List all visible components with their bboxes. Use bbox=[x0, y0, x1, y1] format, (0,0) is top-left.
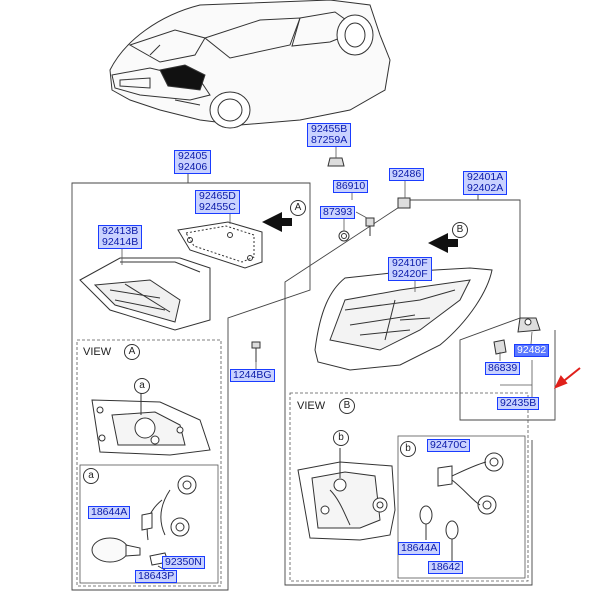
part-label-18642[interactable]: 18642 bbox=[428, 561, 464, 574]
red-pointer-arrow bbox=[553, 367, 581, 389]
part-label-92410F-92420F[interactable]: 92410F 92420F bbox=[388, 257, 432, 281]
part-number-92455C: 92455C bbox=[199, 201, 236, 213]
detail-b-box-marker: b bbox=[400, 441, 416, 457]
part-number-92465D: 92465D bbox=[199, 190, 236, 202]
detail-b-marker: b bbox=[333, 430, 349, 446]
detail-a-frame bbox=[79, 464, 219, 584]
part-number-92406: 92406 bbox=[178, 161, 208, 173]
vehicle-illustration bbox=[109, 0, 391, 129]
part-number-92410F: 92410F bbox=[392, 257, 428, 269]
part-label-92401A-92402A[interactable]: 92401A 92402A bbox=[463, 171, 508, 195]
part-number-92455B: 92455B bbox=[311, 123, 348, 135]
detail-a-marker: a bbox=[134, 378, 150, 394]
view-b-frame bbox=[289, 392, 529, 582]
detail-b-illustration bbox=[419, 452, 504, 563]
part-label-86910[interactable]: 86910 bbox=[333, 180, 369, 193]
part-label-92405-92406[interactable]: 92405 92406 bbox=[174, 150, 212, 174]
part-label-92470C[interactable]: 92470C bbox=[427, 439, 470, 452]
view-a-caption: VIEW bbox=[83, 346, 112, 358]
part-label-92435B[interactable]: 92435B bbox=[497, 397, 540, 410]
part-number-92413B: 92413B bbox=[102, 225, 139, 237]
detail-a-box-marker: a bbox=[83, 468, 99, 484]
part-label-92482[interactable]: 92482 bbox=[514, 344, 550, 357]
fasteners bbox=[251, 157, 541, 362]
part-number-92402A: 92402A bbox=[467, 182, 504, 194]
part-label-92465D-92455C[interactable]: 92465D 92455C bbox=[195, 190, 240, 214]
arrow-b-pointer bbox=[428, 233, 458, 253]
detail-a-illustration bbox=[91, 475, 197, 571]
detail-b-frame bbox=[397, 435, 526, 579]
view-a-frame bbox=[76, 339, 222, 587]
gasket-illustration bbox=[177, 221, 263, 269]
arrow-a-marker: A bbox=[290, 200, 306, 216]
part-label-18644A-right[interactable]: 18644A bbox=[398, 542, 441, 555]
part-label-18644A-left[interactable]: 18644A bbox=[88, 506, 131, 519]
inner-lamp-illustration bbox=[79, 257, 211, 331]
view-b-caption: VIEW bbox=[297, 400, 326, 412]
view-b-illustration bbox=[297, 448, 396, 541]
arrow-b-marker: B bbox=[452, 222, 468, 238]
part-number-92414B: 92414B bbox=[102, 236, 139, 248]
part-number-87259A: 87259A bbox=[311, 134, 348, 146]
part-number-92420F: 92420F bbox=[392, 268, 428, 280]
part-label-92350N[interactable]: 92350N bbox=[162, 556, 205, 569]
part-label-87393[interactable]: 87393 bbox=[320, 206, 356, 219]
part-number-92401A: 92401A bbox=[467, 171, 504, 183]
frame-lines bbox=[71, 160, 556, 591]
view-b-marker: B bbox=[339, 398, 355, 414]
part-label-18643P[interactable]: 18643P bbox=[135, 570, 178, 583]
part-label-86839[interactable]: 86839 bbox=[485, 362, 521, 375]
part-label-92413B-92414B[interactable]: 92413B 92414B bbox=[98, 225, 143, 249]
part-label-1244BG[interactable]: 1244BG bbox=[230, 369, 275, 382]
part-label-92455B-87259A[interactable]: 92455B 87259A bbox=[307, 123, 352, 147]
part-label-92486[interactable]: 92486 bbox=[389, 168, 425, 181]
arrow-a-pointer bbox=[262, 212, 292, 232]
view-a-illustration bbox=[91, 391, 211, 456]
view-a-marker: A bbox=[124, 344, 140, 360]
outer-lamp-illustration bbox=[314, 267, 493, 371]
part-number-92405: 92405 bbox=[178, 150, 208, 162]
